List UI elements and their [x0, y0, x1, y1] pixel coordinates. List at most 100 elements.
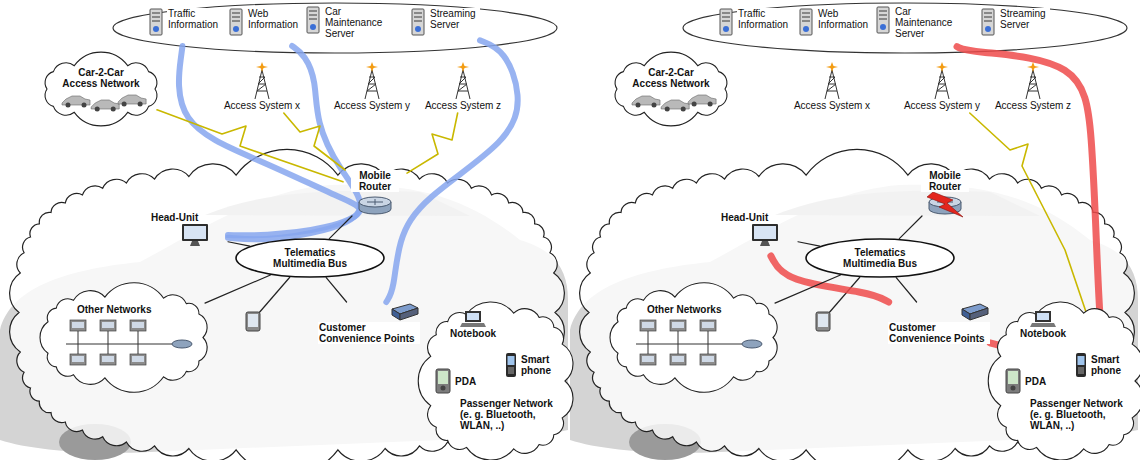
- pass-label: Passenger Network (e. g. Bluetooth, WLAN…: [459, 398, 559, 431]
- server-icon: [798, 8, 814, 36]
- server-node: Web Information: [228, 8, 302, 46]
- convenience-point: Customer Convenience Points: [888, 302, 990, 356]
- bus-outline: [806, 239, 954, 277]
- pda-icon: [435, 368, 451, 394]
- server-node: Traffic Information: [718, 8, 792, 46]
- tower-icon: [927, 62, 957, 100]
- cloud-path: [45, 52, 157, 126]
- bus-wire: [205, 275, 270, 303]
- cloud-path: [40, 283, 207, 392]
- server-icon: [410, 8, 426, 36]
- pda-label: PDA: [1024, 376, 1047, 387]
- network-icons: [66, 320, 192, 365]
- ccp-label: Customer Convenience Points: [888, 322, 990, 344]
- bus-wire: [798, 242, 820, 246]
- data-flow-path: [179, 46, 360, 235]
- server-icon: [228, 8, 244, 36]
- phone-device: Smart phone: [505, 348, 563, 382]
- network-cloud: Other Networks: [40, 290, 210, 385]
- wireless-link: [284, 113, 345, 170]
- phone-label: Smart phone: [1090, 354, 1130, 376]
- server-node: Web Information: [798, 8, 872, 46]
- c2c-label: Car-2-Car Access Network: [61, 67, 141, 89]
- server-label: Streaming Server: [429, 8, 480, 30]
- bus-label: Telematics Multimedia Bus: [263, 247, 357, 269]
- bus-ellipse-node: Telematics Multimedia Bus: [235, 238, 385, 278]
- server-icon: [718, 8, 734, 36]
- server-label: Traffic Information: [737, 8, 792, 30]
- server-icon: [305, 6, 321, 34]
- passenger-cloud: Passenger Network (e. g. Bluetooth, WLAN…: [993, 306, 1140, 456]
- other-label: Other Networks: [646, 304, 722, 315]
- bus-wire: [775, 275, 840, 303]
- bus-label: Telematics Multimedia Bus: [833, 247, 927, 269]
- server-label: Car Maintenance Server: [894, 6, 957, 39]
- notebook-device: Notebook: [1013, 310, 1073, 342]
- monitor-icon: [180, 223, 210, 247]
- server-node: Traffic Information: [148, 8, 222, 46]
- cloud-text-holder: Other Networks: [76, 299, 186, 317]
- access-tower: Access System y: [327, 62, 417, 113]
- access-tower: Access System z: [418, 62, 508, 113]
- bus-wire: [326, 278, 346, 302]
- access-tower: Access System z: [988, 62, 1078, 113]
- car-icon: [661, 100, 689, 112]
- tower-icon: [448, 62, 478, 100]
- bus-wire: [228, 242, 250, 246]
- tower-label: Access System y: [903, 100, 981, 111]
- bus-wire: [899, 216, 922, 239]
- mobile-router: Mobile Router: [913, 170, 977, 216]
- car-icon: [632, 96, 660, 108]
- tower-icon: [1018, 62, 1048, 100]
- cloud-path: [418, 302, 573, 460]
- tower-label: Access System z: [424, 100, 502, 111]
- cloud-text-holder: Passenger Network (e. g. Bluetooth, WLAN…: [1029, 398, 1129, 433]
- router-label: Mobile Router: [351, 170, 399, 192]
- cloud-text-holder: Car-2-Car Access Network: [61, 67, 141, 91]
- laptop-icon: [460, 310, 486, 328]
- server-label: Web Information: [247, 8, 302, 30]
- tower-icon: [817, 62, 847, 100]
- access-cloud: Car-2-Car Access Network: [40, 58, 162, 120]
- tablet-wire: [828, 277, 860, 314]
- access-tower: Access System y: [897, 62, 987, 113]
- head-unit: Head-Unit: [720, 212, 798, 256]
- tablet-screen: [818, 314, 828, 327]
- car-icon: [91, 100, 119, 112]
- server-node: Car Maintenance Server: [305, 6, 387, 48]
- pda-label: PDA: [454, 376, 477, 387]
- server-icon: [980, 8, 996, 36]
- monitor-icon: [750, 223, 780, 247]
- bus-outline: [236, 239, 384, 277]
- mobile-router: Mobile Router: [343, 170, 407, 216]
- router-label: Mobile Router: [921, 170, 969, 192]
- head-label: Head-Unit: [720, 212, 769, 223]
- tablet-wire: [258, 277, 290, 314]
- data-flow-path: [228, 46, 360, 239]
- ccp-icon: [960, 302, 990, 322]
- c2c-label: Car-2-Car Access Network: [631, 67, 711, 89]
- server-node: Streaming Server: [410, 8, 480, 46]
- tower-label: Access System z: [994, 100, 1072, 111]
- cloud-path: [610, 283, 777, 392]
- tower-icon: [357, 62, 387, 100]
- data-flow-path: [957, 47, 1102, 348]
- cloud-path: [988, 302, 1140, 460]
- car-icon: [118, 95, 146, 107]
- phone-icon: [505, 352, 517, 378]
- bus-wire: [329, 216, 352, 239]
- tower-label: Access System x: [793, 100, 871, 111]
- car-icon: [62, 96, 90, 108]
- bus-wire: [896, 278, 916, 302]
- bus-ellipse-node: Telematics Multimedia Bus: [805, 238, 955, 278]
- server-backbone: [683, 3, 1127, 53]
- wireless-link: [407, 113, 458, 173]
- router-icon: [353, 192, 397, 218]
- server-label: Streaming Server: [999, 8, 1050, 30]
- access-cloud: Car-2-Car Access Network: [610, 58, 732, 120]
- server-icon: [148, 8, 164, 36]
- pda-icon: [1005, 368, 1021, 394]
- phone-label: Smart phone: [520, 354, 560, 376]
- server-node: Car Maintenance Server: [875, 6, 957, 48]
- cloud-path: [615, 52, 727, 126]
